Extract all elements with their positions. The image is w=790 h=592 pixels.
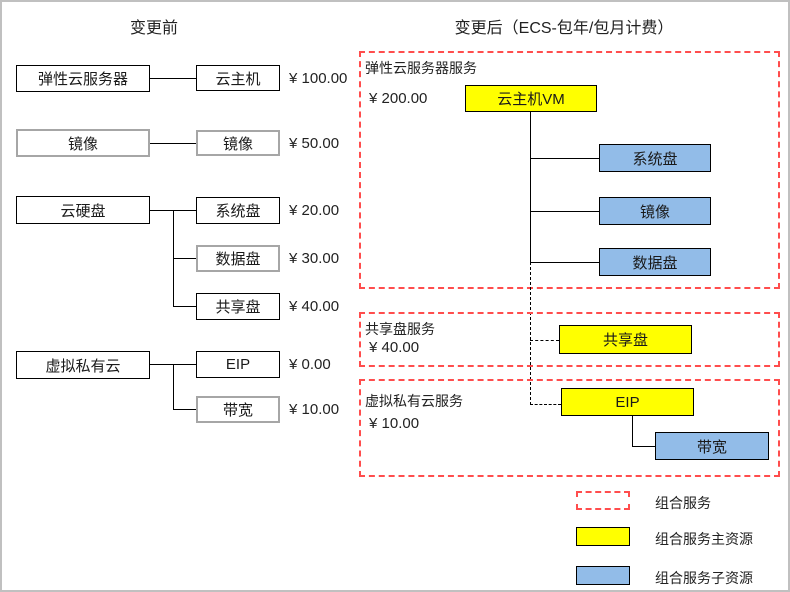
service-group-price-sharedisk: ¥ 40.00	[369, 339, 420, 356]
service-group-box-ecs	[359, 51, 780, 289]
service-group-box-vpc	[359, 379, 780, 477]
before-item-box-sharedisk: 共享盘	[196, 293, 280, 320]
connector-line	[173, 258, 196, 259]
service-group-label-sharedisk: 共享盘服务	[365, 321, 435, 337]
connector-line	[530, 158, 599, 159]
service-group-label-ecs: 弹性云服务器服务	[365, 60, 477, 76]
before-source-box-ecs: 弹性云服务器	[16, 65, 150, 92]
legend-dashed-red-box-swatch	[576, 491, 630, 510]
connector-line	[530, 211, 599, 212]
before-price-sharedisk: ¥ 40.00	[289, 298, 340, 315]
before-item-box-sysdisk: 系统盘	[196, 197, 280, 224]
connector-line	[173, 409, 196, 410]
connector-line	[530, 262, 599, 263]
before-price-eip: ¥ 0.00	[289, 356, 331, 373]
before-item-box-vm: 云主机	[196, 65, 280, 91]
child-resource-box-bandwidth: 带宽	[655, 432, 769, 460]
child-resource-box-datadisk: 数据盘	[599, 248, 711, 276]
legend-label-child-resource: 组合服务子资源	[655, 570, 753, 586]
before-price-sysdisk: ¥ 20.00	[289, 202, 340, 219]
child-resource-box-sysdisk: 系统盘	[599, 144, 711, 172]
service-group-price-vpc: ¥ 10.00	[369, 415, 420, 432]
service-group-box-sharedisk	[359, 312, 780, 367]
service-group-label-vpc: 虚拟私有云服务	[365, 393, 463, 409]
connector-line	[173, 364, 174, 409]
legend-label-primary-resource: 组合服务主资源	[655, 531, 753, 547]
dashed-connector-line	[530, 404, 561, 405]
primary-resource-box-eip: EIP	[561, 388, 694, 416]
legend-label-group-service: 组合服务	[655, 495, 711, 511]
after-title: 变更后（ECS-包年/包月计费）	[454, 20, 674, 37]
before-title: 变更前	[129, 20, 178, 37]
service-group-price-ecs: ¥ 200.00	[369, 90, 428, 107]
before-source-box-image: 镜像	[16, 129, 150, 157]
legend-blue-box-swatch	[576, 566, 630, 585]
before-item-box-eip: EIP	[196, 351, 280, 378]
child-resource-box-image: 镜像	[599, 197, 711, 225]
connector-line	[150, 143, 196, 144]
dashed-connector-line	[530, 262, 531, 405]
before-price-vm: ¥ 100.00	[289, 69, 348, 87]
before-price-bandwidth: ¥ 10.00	[289, 401, 340, 418]
before-item-box-datadisk: 数据盘	[196, 245, 280, 272]
connector-line	[173, 306, 196, 307]
before-item-box-image: 镜像	[196, 130, 280, 156]
before-price-image: ¥ 50.00	[289, 134, 340, 152]
primary-resource-box-vm: 云主机VM	[465, 85, 597, 112]
before-item-box-bandwidth: 带宽	[196, 396, 280, 423]
connector-line	[530, 112, 531, 262]
connector-line	[632, 416, 633, 446]
primary-resource-box-sharedisk: 共享盘	[559, 325, 692, 354]
before-source-box-vpc: 虚拟私有云	[16, 351, 150, 379]
connector-line	[632, 446, 655, 447]
connector-line	[150, 78, 196, 79]
dashed-connector-line	[530, 340, 559, 341]
before-source-box-evs: 云硬盘	[16, 196, 150, 224]
before-price-datadisk: ¥ 30.00	[289, 250, 340, 267]
legend-yellow-box-swatch	[576, 527, 630, 546]
